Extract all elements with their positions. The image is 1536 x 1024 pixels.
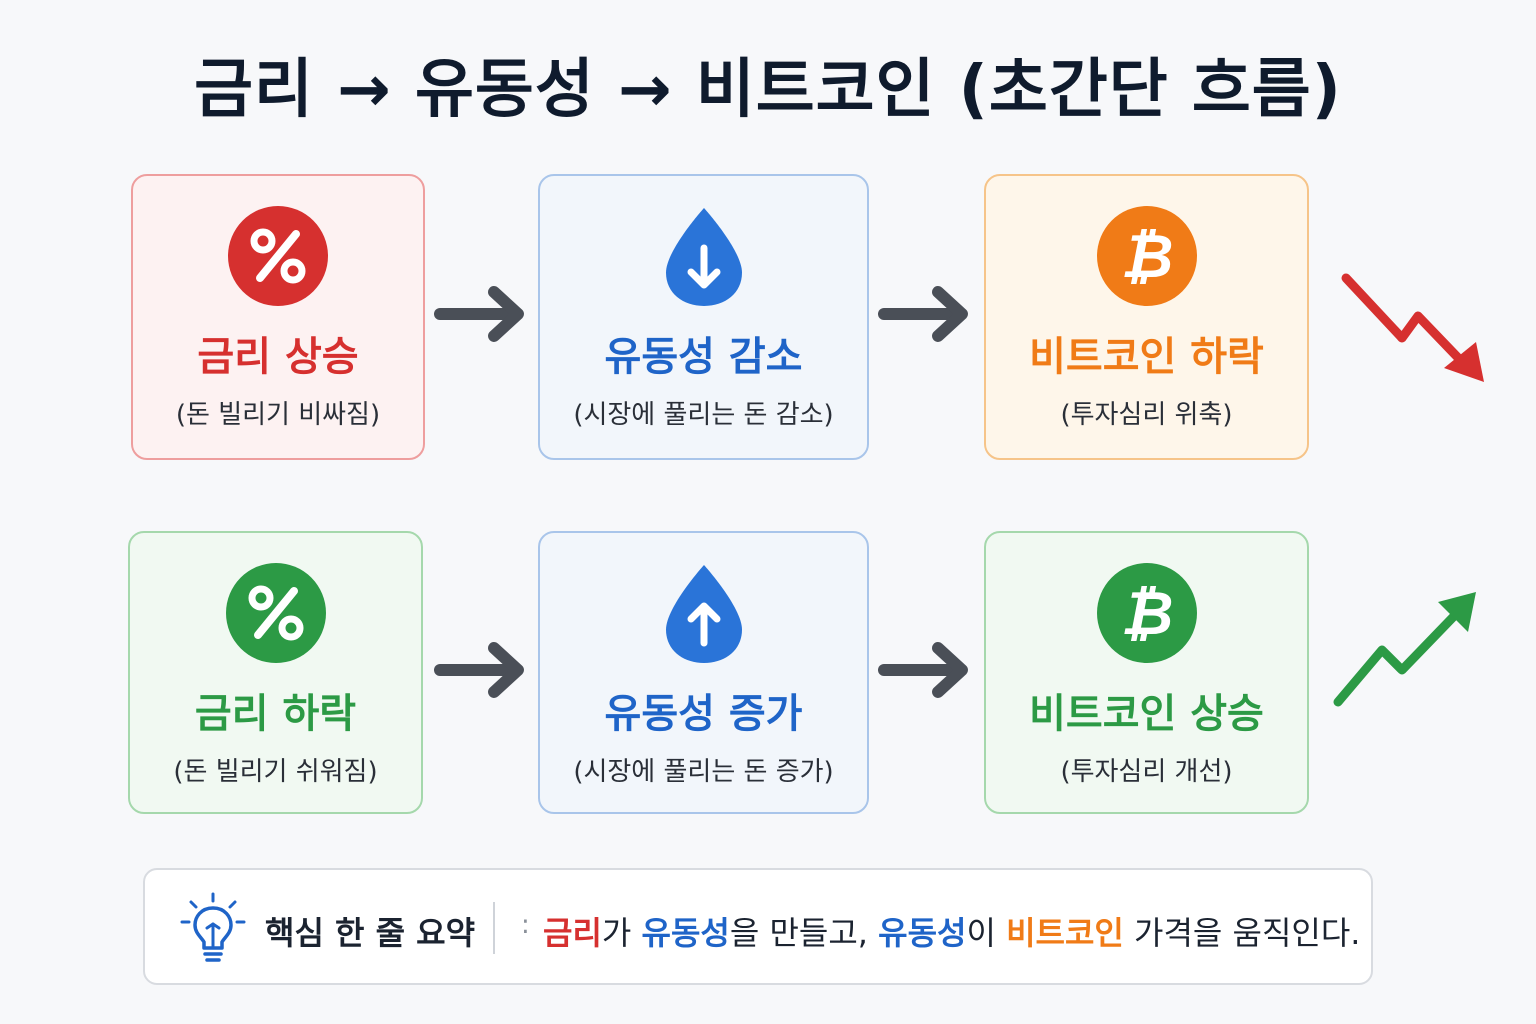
- card-subtext: (투자심리 개선): [1060, 757, 1233, 787]
- card-label: 금리 상승: [197, 334, 359, 380]
- card-rate-down: 금리 하락 (돈 빌리기 쉬워짐): [128, 531, 423, 814]
- text-part: 이: [966, 914, 1007, 952]
- card-subtext: (시장에 풀리는 돈 증가): [573, 757, 834, 787]
- lightbulb-icon: [180, 892, 246, 962]
- keyword-liquidity: 유동성: [878, 914, 967, 952]
- card-label: 유동성 감소: [604, 334, 803, 380]
- water-drop-up-icon: [665, 564, 742, 663]
- keyword-liquidity: 유동성: [641, 914, 730, 952]
- summary-heading: 핵심 한 줄 요약: [265, 914, 476, 952]
- arrow-right-icon: [878, 642, 968, 698]
- summary-box: 핵심 한 줄 요약 : 금리가 유동성을 만들고, 유동성이 비트코인 가격을 …: [143, 868, 1373, 985]
- percent-icon: [225, 563, 326, 663]
- arrow-right-icon: [434, 642, 524, 698]
- card-liquidity-down: 유동성 감소 (시장에 풀리는 돈 감소): [538, 174, 869, 460]
- card-subtext: (투자심리 위축): [1060, 400, 1233, 430]
- percent-icon: [228, 206, 328, 306]
- page-title: 금리 → 유동성 → 비트코인 (초간단 흐름): [194, 53, 1342, 127]
- summary-colon: :: [521, 910, 530, 940]
- keyword-bitcoin: 비트코인: [1006, 914, 1124, 952]
- card-liquidity-up: 유동성 증가 (시장에 풀리는 돈 증가): [538, 531, 869, 814]
- card-subtext: (돈 빌리기 쉬워짐): [173, 757, 378, 787]
- card-bitcoin-down: ₿ 비트코인 하락 (투자심리 위축): [984, 174, 1309, 460]
- card-label: 유동성 증가: [604, 691, 803, 737]
- card-subtext: (시장에 풀리는 돈 감소): [573, 400, 834, 430]
- text-part: 가: [601, 914, 642, 952]
- bitcoin-icon: ₿: [1096, 563, 1197, 663]
- svg-text:₿: ₿: [1120, 222, 1173, 292]
- card-rate-up: 금리 상승 (돈 빌리기 비싸짐): [131, 174, 425, 460]
- keyword-rate: 금리: [543, 914, 602, 952]
- card-bitcoin-up: ₿ 비트코인 상승 (투자심리 개선): [984, 531, 1309, 814]
- trend-down-icon: [1341, 273, 1484, 382]
- card-subtext: (돈 빌리기 비싸짐): [175, 400, 381, 430]
- card-label: 금리 하락: [194, 691, 357, 737]
- card-label: 비트코인 상승: [1029, 691, 1264, 737]
- text-part: 가격을 움직인다.: [1123, 914, 1361, 952]
- water-drop-down-icon: [665, 207, 742, 306]
- card-label: 비트코인 하락: [1029, 334, 1264, 380]
- arrow-right-icon: [878, 286, 968, 342]
- summary-divider: [493, 902, 495, 954]
- bitcoin-icon: ₿: [1096, 206, 1197, 306]
- svg-text:₿: ₿: [1120, 579, 1173, 649]
- arrow-right-icon: [434, 286, 524, 342]
- trend-up-icon: [1333, 592, 1476, 707]
- summary-sentence: 금리가 유동성을 만들고, 유동성이 비트코인 가격을 움직인다.: [543, 908, 1360, 954]
- text-part: 을 만들고,: [729, 914, 879, 952]
